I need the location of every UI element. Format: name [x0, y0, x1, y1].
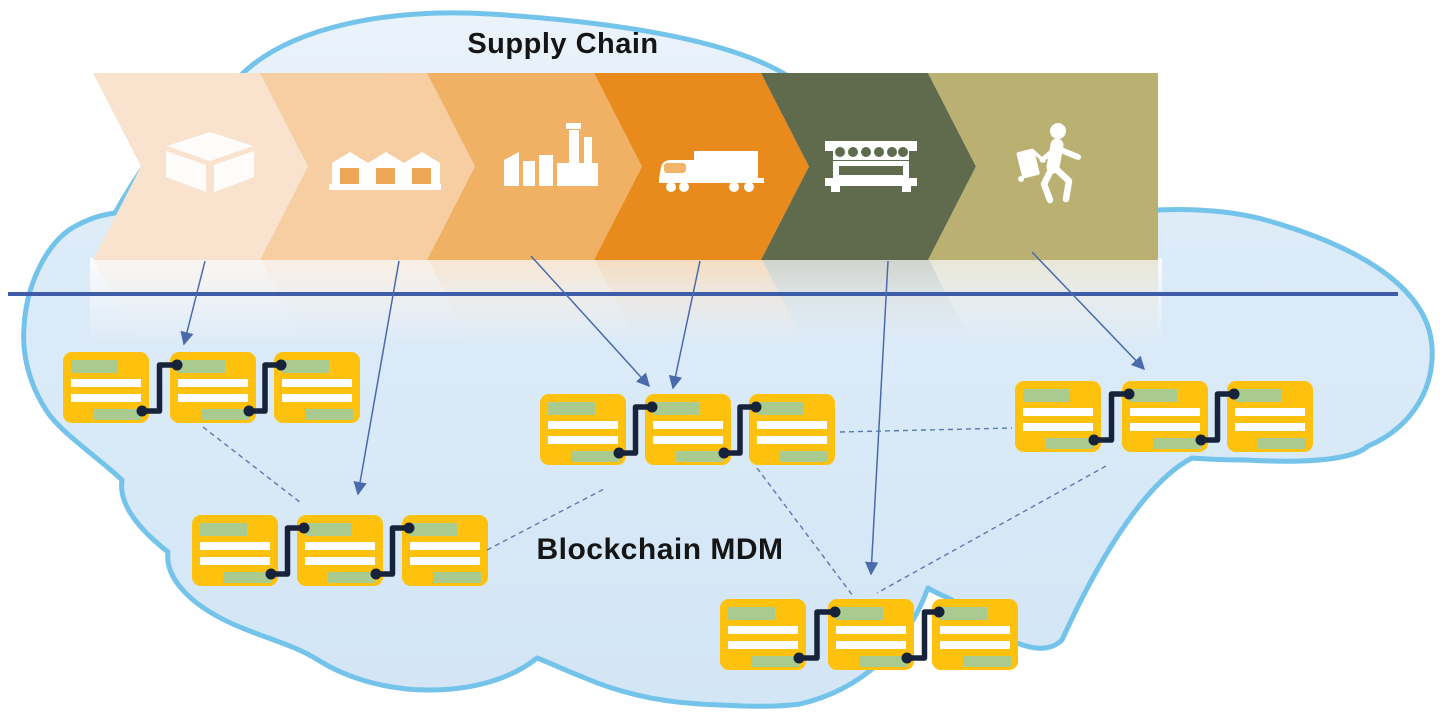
supply-chain-band — [0, 73, 1440, 260]
blockchain-mdm-title: Blockchain MDM — [536, 533, 784, 566]
blockchain-block — [932, 599, 1018, 670]
blockchain-block — [645, 394, 731, 465]
blockchain-block — [720, 599, 806, 670]
blockchain-block — [402, 515, 488, 586]
horizon-divider-line — [8, 292, 1398, 296]
blockchain-block — [297, 515, 383, 586]
blockchain-block — [1122, 381, 1208, 452]
package-box-icon — [166, 132, 254, 192]
warehouse-icon — [329, 152, 441, 190]
blockchain-block — [192, 515, 278, 586]
traveler-icon — [1016, 123, 1081, 204]
blockchain-block — [1227, 381, 1313, 452]
truck-icon — [659, 151, 764, 192]
blockchain-block — [274, 352, 360, 423]
supply-chain-title: Supply Chain — [467, 28, 659, 60]
blockchain-block — [1015, 381, 1101, 452]
blockchain-block — [828, 599, 914, 670]
market-stand-icon — [825, 141, 917, 192]
blockchain-block — [540, 394, 626, 465]
stage-icons — [166, 123, 1081, 204]
blockchain-block — [749, 394, 835, 465]
blockchain-block — [63, 352, 149, 423]
factory-icon — [504, 123, 598, 186]
chevron-band-reflection — [0, 258, 1440, 348]
blockchain-block — [170, 352, 256, 423]
